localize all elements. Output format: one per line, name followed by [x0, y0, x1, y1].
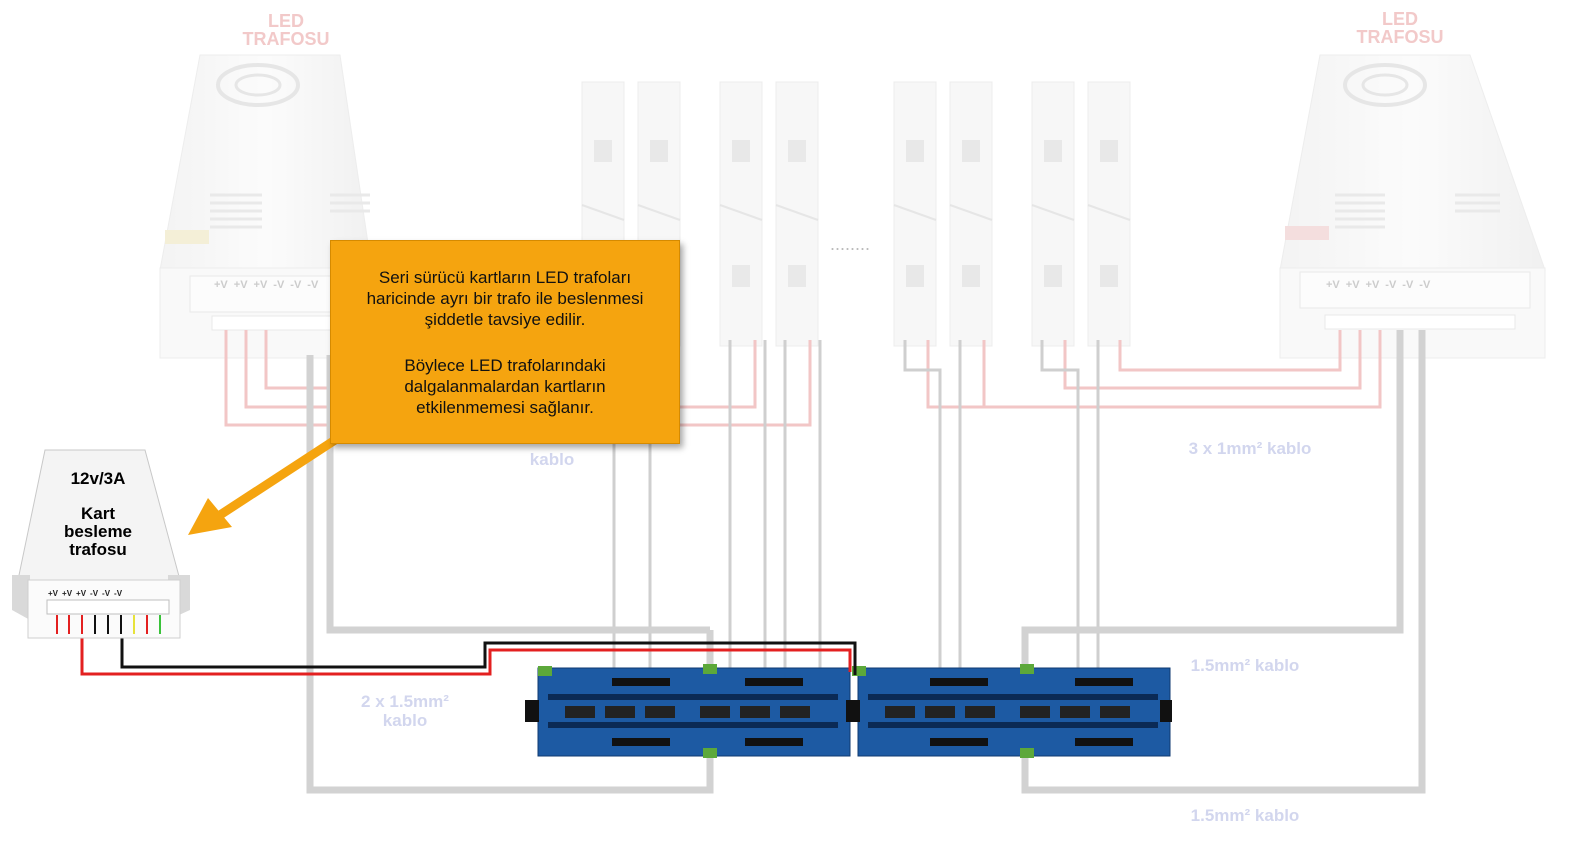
led-psu-right-terminals: +V +V +V -V -V -V — [1326, 279, 1430, 291]
callout-arrow — [188, 436, 338, 535]
led-psu-right-title-line1: LED — [1382, 9, 1418, 29]
led-psu-left-title-line1: LED — [268, 11, 304, 31]
terminal-label: -V — [1419, 279, 1431, 291]
cable-label-right-top: 3 x 1mm² kablo — [1188, 439, 1312, 458]
faded-ground-wires — [612, 340, 1100, 668]
info-callout: Seri sürücü kartların LED trafoları hari… — [330, 240, 680, 444]
board-psu — [12, 449, 190, 639]
terminal-label: -V — [114, 589, 123, 598]
terminal-label: +V — [1365, 279, 1380, 291]
led-psu-right-title-line2: TRAFOSU — [1356, 27, 1444, 47]
terminal-label: +V — [233, 279, 248, 291]
callout-para1-line1: Seri sürücü kartların LED trafoları — [378, 268, 632, 287]
cable-label-left-mid: kablo — [529, 450, 575, 469]
terminal-label: +V — [76, 589, 87, 598]
board-psu-spec: 12v/3A — [70, 469, 126, 488]
terminal-label: +V — [48, 589, 59, 598]
callout-para1-line2: haricinde ayrı bir trafo ile beslenmesi — [366, 289, 644, 308]
driver-board-right — [846, 664, 1172, 758]
terminal-label: -V — [1385, 279, 1397, 291]
terminal-label: -V — [102, 589, 111, 598]
callout-para2-line3: etkilenmemesi sağlanır. — [416, 398, 594, 417]
callout-para2-line1: Böylece LED trafolarındaki — [404, 356, 606, 375]
cable-label-right-mid: 1.5mm² kablo — [1190, 656, 1300, 675]
board-psu-line2: besleme — [63, 522, 133, 541]
terminal-label: +V — [62, 589, 73, 598]
terminal-label: -V — [90, 589, 99, 598]
cable-label-left-bottom-line1: 2 x 1.5mm² — [361, 692, 449, 711]
board-supply-wires — [80, 615, 857, 676]
callout-para1-line3: şiddetle tavsiye edilir. — [424, 310, 586, 329]
board-psu-line3: trafosu — [69, 540, 127, 559]
led-psu-right — [1279, 54, 1546, 359]
cable-label-right-bottom: 1.5mm² kablo — [1190, 806, 1300, 825]
terminal-label: -V — [290, 279, 302, 291]
faded-power-wires — [224, 330, 1382, 427]
driver-board-left — [525, 664, 851, 758]
callout-para2-line2: dalgalanmalardan kartların — [404, 377, 606, 396]
led-psu-left-title-line2: TRAFOSU — [242, 29, 330, 49]
cable-label-left-bottom-line2: kablo — [382, 711, 428, 730]
terminal-label: +V — [253, 279, 268, 291]
board-psu-terminals: +V +V +V -V -V -V — [48, 589, 122, 598]
terminal-label: -V — [1402, 279, 1414, 291]
strip-separator: ........ — [830, 234, 870, 254]
terminal-label: +V — [214, 279, 228, 291]
board-psu-line1: Kart — [80, 504, 115, 523]
led-strip-chips — [594, 140, 1118, 287]
terminal-label: +V — [1326, 279, 1340, 291]
terminal-label: -V — [307, 279, 319, 291]
terminal-label: +V — [1345, 279, 1360, 291]
led-psu-left-terminals: +V +V +V -V -V -V — [214, 279, 318, 291]
terminal-label: -V — [273, 279, 285, 291]
